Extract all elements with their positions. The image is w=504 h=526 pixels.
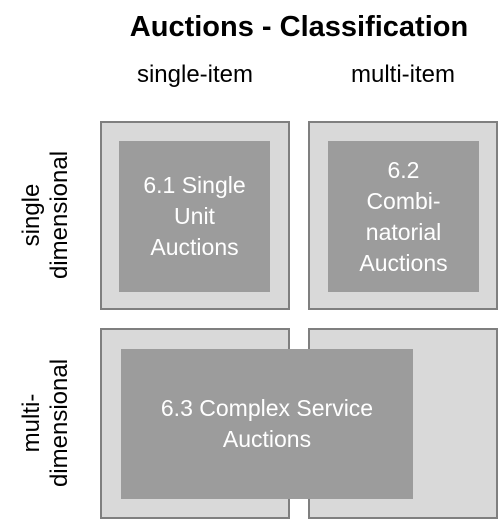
- box-complex-service-auctions: 6.3 Complex Service Auctions: [121, 349, 413, 499]
- row-header-multi-dimensional: multi- dimensional: [18, 328, 78, 518]
- column-header-single-item: single-item: [136, 61, 254, 88]
- column-header-multi-item: multi-item: [350, 61, 455, 88]
- box-complex-service-auctions-label: 6.3 Complex Service Auctions: [160, 395, 374, 452]
- box-single-unit-auctions-label: 6.1 Single Unit Auctions: [143, 172, 246, 260]
- box-combinatorial-auctions: 6.2 Combi- natorial Auctions: [328, 141, 479, 292]
- box-combinatorial-auctions-label: 6.2 Combi- natorial Auctions: [359, 156, 448, 276]
- diagram-title: Auctions - Classification: [129, 11, 469, 43]
- box-single-unit-auctions: 6.1 Single Unit Auctions: [119, 141, 270, 292]
- row-header-single-dimensional: single dimensional: [18, 120, 78, 310]
- row-header-multi-dimensional-label: multi- dimensional: [18, 358, 73, 488]
- row-header-single-dimensional-label: single dimensional: [18, 150, 73, 280]
